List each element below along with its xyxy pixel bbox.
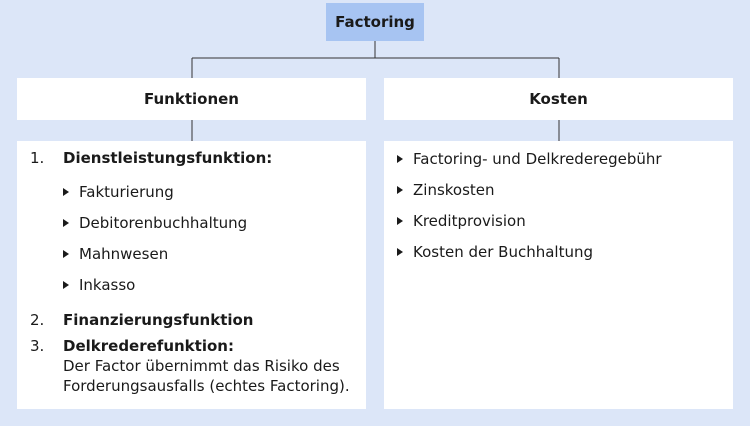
item-title: Dienstleistungsfunktion: (63, 149, 273, 167)
heading-funktionen-label: Funktionen (144, 90, 239, 108)
heading-funktionen: Funktionen (17, 78, 366, 120)
triangle-bullet-icon (63, 218, 69, 227)
list-item-label: Kreditprovision (413, 211, 526, 230)
sub-list: Fakturierung Debitorenbuchhaltung Mahnwe… (63, 176, 366, 300)
list-item-label: Fakturierung (79, 182, 174, 201)
item-number: 1. (30, 149, 45, 167)
kosten-box: Factoring- und Delkrederegebühr Zinskost… (384, 141, 733, 409)
numbered-item: 2. Finanzierungsfunktion (30, 310, 366, 330)
list-item: Mahnwesen (63, 238, 366, 269)
kosten-list: Factoring- und Delkrederegebühr Zinskost… (397, 143, 733, 267)
triangle-bullet-icon (397, 216, 403, 225)
item-description-line: Forderungsausfalls (echtes Factoring). (63, 377, 350, 395)
list-item: Debitorenbuchhaltung (63, 207, 366, 238)
item-number: 3. (30, 337, 45, 355)
triangle-bullet-icon (63, 280, 69, 289)
numbered-item: 3. Delkrederefunktion: Der Factor überni… (30, 336, 366, 396)
list-item: Factoring- und Delkrederegebühr (397, 143, 733, 174)
list-item-label: Zinskosten (413, 180, 495, 199)
item-title: Finanzierungsfunktion (63, 311, 254, 329)
numbered-item: 1. Dienstleistungsfunktion: Fakturierung… (30, 148, 366, 304)
triangle-bullet-icon (397, 154, 403, 163)
list-item-label: Mahnwesen (79, 244, 169, 263)
list-item-label: Factoring- und Delkrederegebühr (413, 149, 662, 168)
list-item-label: Kosten der Buchhaltung (413, 242, 593, 261)
list-item: Inkasso (63, 269, 366, 300)
list-item-label: Inkasso (79, 275, 136, 294)
list-item: Fakturierung (63, 176, 366, 207)
list-item: Kosten der Buchhaltung (397, 236, 733, 267)
item-number: 2. (30, 311, 45, 329)
triangle-bullet-icon (63, 187, 69, 196)
triangle-bullet-icon (397, 185, 403, 194)
heading-kosten: Kosten (384, 78, 733, 120)
funktionen-box: 1. Dienstleistungsfunktion: Fakturierung… (17, 141, 366, 409)
list-item-label: Debitorenbuchhaltung (79, 213, 248, 232)
list-item: Kreditprovision (397, 205, 733, 236)
triangle-bullet-icon (397, 247, 403, 256)
root-node-factoring: Factoring (326, 3, 424, 41)
list-item: Zinskosten (397, 174, 733, 205)
item-title: Delkrederefunktion: (63, 337, 234, 355)
item-description-line: Der Factor übernimmt das Risiko des (63, 357, 340, 375)
heading-kosten-label: Kosten (529, 90, 588, 108)
root-node-label: Factoring (335, 13, 415, 31)
triangle-bullet-icon (63, 249, 69, 258)
